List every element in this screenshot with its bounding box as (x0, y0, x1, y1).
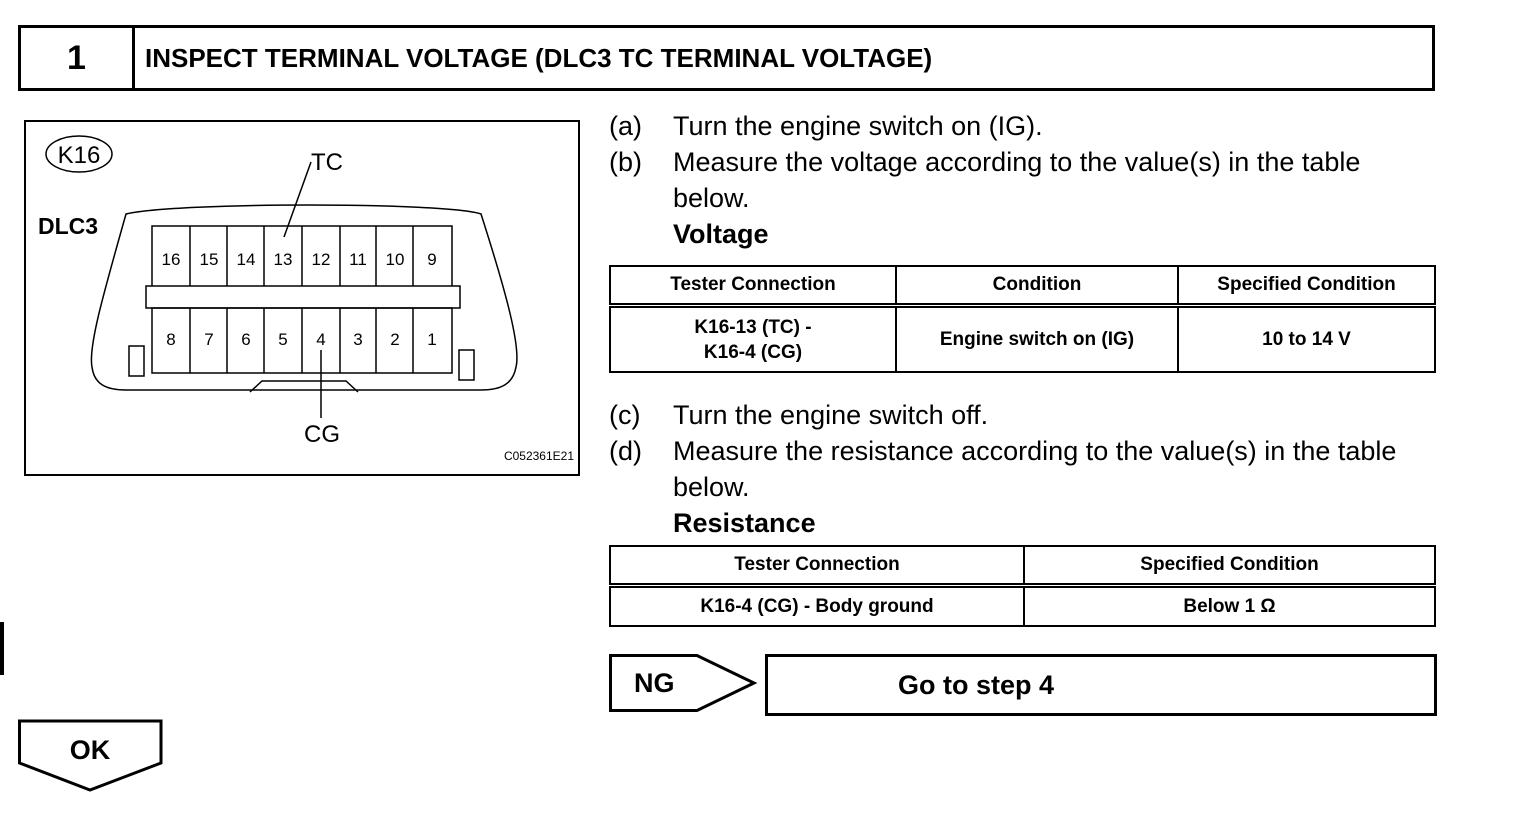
table-header-row: Tester Connection Condition Specified Co… (609, 265, 1436, 308)
step-letter: (b) (609, 147, 642, 177)
top-pin-numbers: 16 15 14 13 12 11 10 9 (162, 250, 437, 269)
ng-branch-arrow[interactable]: NG (609, 654, 769, 712)
table-cell: K16-13 (TC) - K16-4 (CG) (609, 304, 897, 373)
column-header: Tester Connection (609, 265, 897, 308)
table-row: K16-13 (TC) - K16-4 (CG) Engine switch o… (609, 304, 1436, 373)
pin-label: 3 (353, 330, 362, 349)
table-cell: K16-4 (CG) - Body ground (609, 584, 1025, 627)
pin-label: 2 (390, 330, 399, 349)
step-text: Turn the engine switch off. (673, 400, 989, 430)
table-cell: 10 to 14 V (1177, 304, 1436, 373)
tc-leader-line (283, 161, 312, 238)
table-cell: Engine switch on (IG) (895, 304, 1179, 373)
pin-label: 16 (162, 250, 181, 269)
pin-label: 12 (312, 250, 331, 269)
resistance-heading: Resistance (673, 508, 816, 538)
figure-code: C052361E21 (504, 449, 574, 463)
pin-dividers (189, 226, 414, 373)
ok-label: OK (70, 735, 111, 765)
bottom-key (249, 380, 359, 393)
step-text: Measure the voltage according to the val… (673, 147, 1361, 213)
step-letter: (c) (609, 400, 641, 430)
pin-label: 5 (278, 330, 287, 349)
step-number: 1 (21, 28, 135, 88)
column-header: Condition (895, 265, 1179, 308)
left-latch-slot (128, 345, 145, 377)
ng-label: NG (634, 668, 675, 698)
step-a: (a) Turn the engine switch on (IG). (609, 108, 1509, 144)
right-latch-slot (458, 349, 475, 381)
connection-line: K16-4 (CG) (703, 341, 803, 363)
pin-label: 9 (427, 250, 436, 269)
table-header-row: Tester Connection Specified Condition (609, 545, 1436, 588)
voltage-table: Tester Connection Condition Specified Co… (609, 265, 1436, 373)
table-row: K16-4 (CG) - Body ground Below 1 Ω (609, 584, 1436, 627)
column-header: Specified Condition (1177, 265, 1436, 308)
pin-label: 11 (349, 250, 367, 269)
connector-key-bar (145, 285, 461, 309)
pin-label: 1 (427, 330, 436, 349)
pin-label: 8 (166, 330, 175, 349)
procedure-steps: (a) Turn the engine switch on (IG). (b) … (609, 108, 1509, 541)
connector-housing (90, 204, 518, 391)
connection-line: K16-13 (TC) - (694, 316, 812, 338)
ok-arrow-shape: OK (18, 719, 163, 792)
connector-id-label: K16 (58, 142, 101, 169)
step-c: (c) Turn the engine switch off. (609, 397, 1509, 433)
change-bar (0, 622, 4, 675)
step-d: (d) Measure the resistance according to … (609, 433, 1509, 505)
tc-label: TC (311, 149, 343, 176)
pin-label: 7 (204, 330, 213, 349)
step-text: Turn the engine switch on (IG). (673, 111, 1043, 141)
step-text: Measure the resistance according to the … (673, 436, 1397, 502)
pin-label: 10 (386, 250, 405, 269)
column-header: Tester Connection (609, 545, 1025, 588)
resistance-table: Tester Connection Specified Condition K1… (609, 545, 1436, 627)
ok-branch-arrow[interactable]: OK (18, 718, 164, 794)
step-letter: (a) (609, 111, 642, 141)
step-title: INSPECT TERMINAL VOLTAGE (DLC3 TC TERMIN… (145, 42, 933, 73)
step-header: 1 INSPECT TERMINAL VOLTAGE (DLC3 TC TERM… (18, 25, 1435, 91)
cg-label: CG (304, 421, 340, 448)
ng-arrow-shape: NG (609, 654, 758, 712)
step-b: (b) Measure the voltage according to the… (609, 144, 1509, 216)
pin-label: 15 (200, 250, 219, 269)
column-header: Specified Condition (1023, 545, 1436, 588)
pin-label: 4 (316, 330, 325, 349)
dlc3-connector-diagram: K16 DLC3 16 15 14 13 (38, 135, 574, 463)
goto-step-box[interactable]: Go to step 4 (765, 654, 1437, 716)
dlc3-connector-figure: K16 DLC3 16 15 14 13 (24, 120, 580, 476)
table-cell: Below 1 Ω (1023, 584, 1436, 627)
pin-label: 14 (237, 250, 256, 269)
connector-name-label: DLC3 (38, 213, 98, 239)
pin-label: 6 (241, 330, 250, 349)
step-letter: (d) (609, 436, 642, 466)
pin-label: 13 (274, 250, 293, 269)
connector-id-oval (45, 135, 113, 173)
voltage-heading: Voltage (673, 219, 769, 249)
bottom-pin-numbers: 8 7 6 5 4 3 2 1 (166, 330, 436, 349)
